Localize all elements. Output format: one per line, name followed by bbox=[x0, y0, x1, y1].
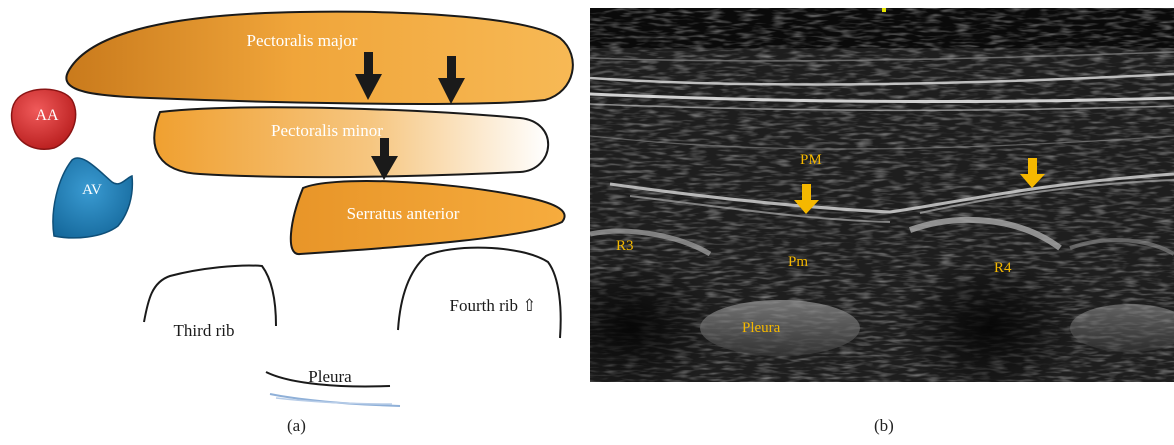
pectoralis-major-shape bbox=[66, 12, 572, 104]
pectoralis-minor-shape bbox=[154, 107, 548, 177]
fourth-rib-label: Fourth rib ⇧ bbox=[450, 296, 537, 315]
pectoralis-minor-label: Pectoralis minor bbox=[271, 121, 383, 140]
caption-a: (a) bbox=[287, 416, 306, 436]
fourth-rib-outline bbox=[398, 248, 561, 338]
caption-b: (b) bbox=[874, 416, 894, 436]
ultrasound-image: PM Pm R3 R4 Pleura bbox=[590, 8, 1174, 382]
pleura-label: Pleura bbox=[308, 367, 352, 386]
pm-minor-label: Pm bbox=[788, 254, 808, 270]
r3-label: R3 bbox=[616, 238, 634, 254]
schematic-diagram: Pectoralis major Pectoralis minor Serrat… bbox=[0, 0, 590, 410]
third-rib-label: Third rib bbox=[174, 321, 235, 340]
r4-label: R4 bbox=[994, 260, 1012, 276]
aa-label: AA bbox=[35, 107, 59, 124]
pleura-label-b: Pleura bbox=[742, 320, 781, 336]
pm-major-label: PM bbox=[800, 152, 822, 168]
third-rib-outline bbox=[144, 265, 276, 326]
av-label: AV bbox=[82, 182, 102, 198]
serratus-anterior-label: Serratus anterior bbox=[347, 204, 460, 223]
pectoralis-major-label: Pectoralis major bbox=[247, 31, 358, 50]
